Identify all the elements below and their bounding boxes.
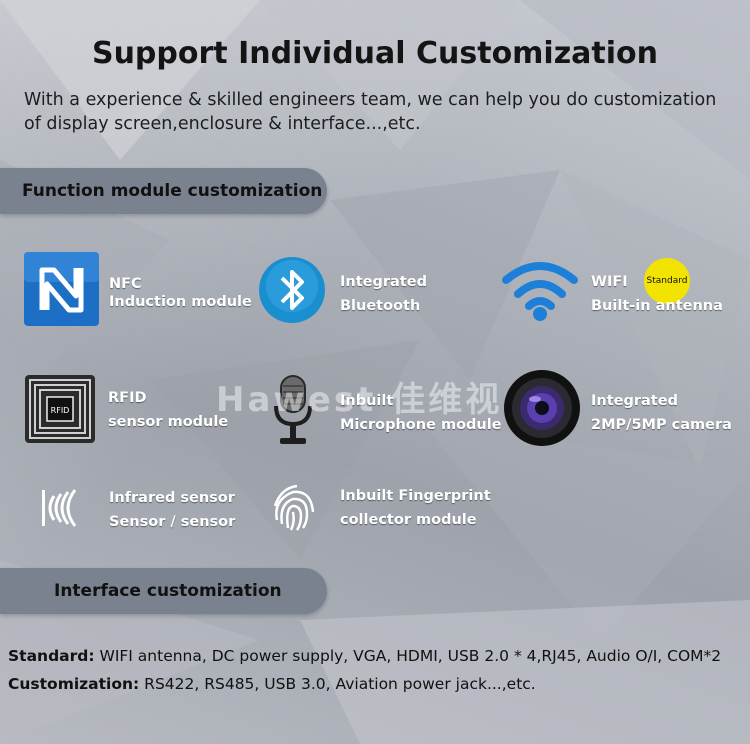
- customization-label: Customization:: [8, 675, 140, 693]
- interface-customization-banner: Interface customization: [0, 568, 327, 614]
- standard-interfaces-line: Standard: WIFI antenna, DC power supply,…: [8, 647, 721, 665]
- standard-label: Standard:: [8, 647, 95, 665]
- fingerprint-icon: [273, 484, 315, 531]
- wifi-icon: [502, 262, 578, 321]
- camera-lens-icon: [504, 370, 580, 446]
- bluetooth-icon: [259, 257, 325, 323]
- custom-interfaces-line: Customization: RS422, RS485, USB 3.0, Av…: [8, 675, 536, 693]
- svg-text:RFID: RFID: [51, 406, 70, 415]
- microphone-label: Inbuilt Microphone module: [340, 393, 502, 433]
- brand-watermark: Hawest 佳维视: [216, 380, 503, 420]
- intro-text: With a experience & skilled engineers te…: [24, 90, 717, 134]
- standard-value: WIFI antenna, DC power supply, VGA, HDMI…: [94, 647, 722, 665]
- standard-badge: Standard: [644, 258, 690, 304]
- nfc-label: NFC Induction module: [109, 276, 252, 310]
- wifi-label: WIFI Built-in antenna: [591, 274, 723, 314]
- fingerprint-label: Inbuilt Fingerprint collector module: [340, 488, 491, 528]
- camera-label: Integrated 2MP/5MP camera: [591, 393, 732, 433]
- rfid-label: RFID sensor module: [108, 390, 229, 430]
- page-title: Support Individual Customization: [91, 36, 659, 71]
- function-module-banner: Function module customization: [0, 168, 327, 214]
- customization-value: RS422, RS485, USB 3.0, Aviation power ja…: [139, 675, 536, 693]
- infrared-sensor-icon: [42, 489, 77, 527]
- infrared-label: Infrared sensor Sensor / sensor: [109, 490, 236, 530]
- bluetooth-label: Integrated Bluetooth: [340, 274, 427, 314]
- nfc-icon: [24, 252, 99, 326]
- rfid-icon: RFID: [25, 375, 95, 443]
- microphone-icon: [274, 375, 312, 444]
